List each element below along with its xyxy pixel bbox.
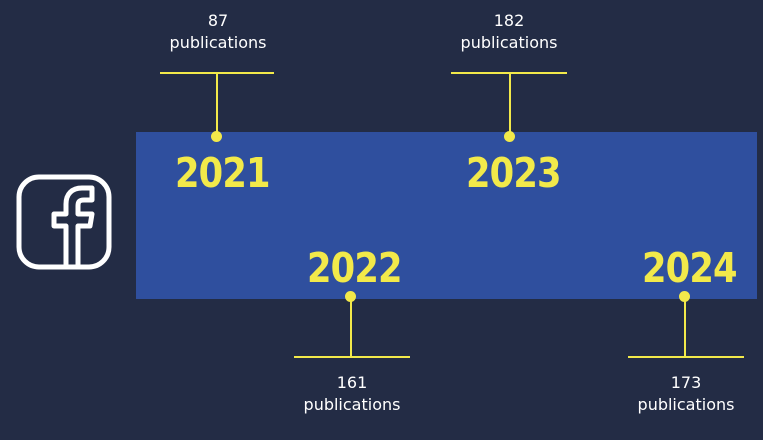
- publication-count: 161: [336, 373, 368, 392]
- publication-count-label: 87 publications: [160, 10, 276, 54]
- publication-count-label: 173 publications: [626, 372, 746, 416]
- publication-unit: publications: [303, 395, 401, 414]
- year-label: 2024: [642, 244, 738, 292]
- publication-unit: publications: [460, 33, 558, 52]
- timeline-band: [136, 132, 757, 299]
- connector-vertical: [350, 296, 352, 358]
- publication-count: 87: [207, 11, 229, 30]
- connector-vertical: [684, 296, 686, 358]
- publication-count-label: 161 publications: [292, 372, 412, 416]
- timeline-dot: [211, 131, 222, 142]
- year-label: 2023: [466, 149, 562, 197]
- publication-count-label: 182 publications: [450, 10, 568, 54]
- connector-vertical: [216, 72, 218, 136]
- timeline-dot: [504, 131, 515, 142]
- publication-unit: publications: [169, 33, 267, 52]
- year-label: 2021: [175, 149, 271, 197]
- publication-count: 173: [670, 373, 702, 392]
- connector-vertical: [509, 72, 511, 136]
- facebook-icon: [16, 174, 112, 270]
- publication-unit: publications: [637, 395, 735, 414]
- year-label: 2022: [307, 244, 403, 292]
- connector-horizontal: [294, 356, 410, 358]
- publication-count: 182: [493, 11, 525, 30]
- connector-horizontal: [628, 356, 744, 358]
